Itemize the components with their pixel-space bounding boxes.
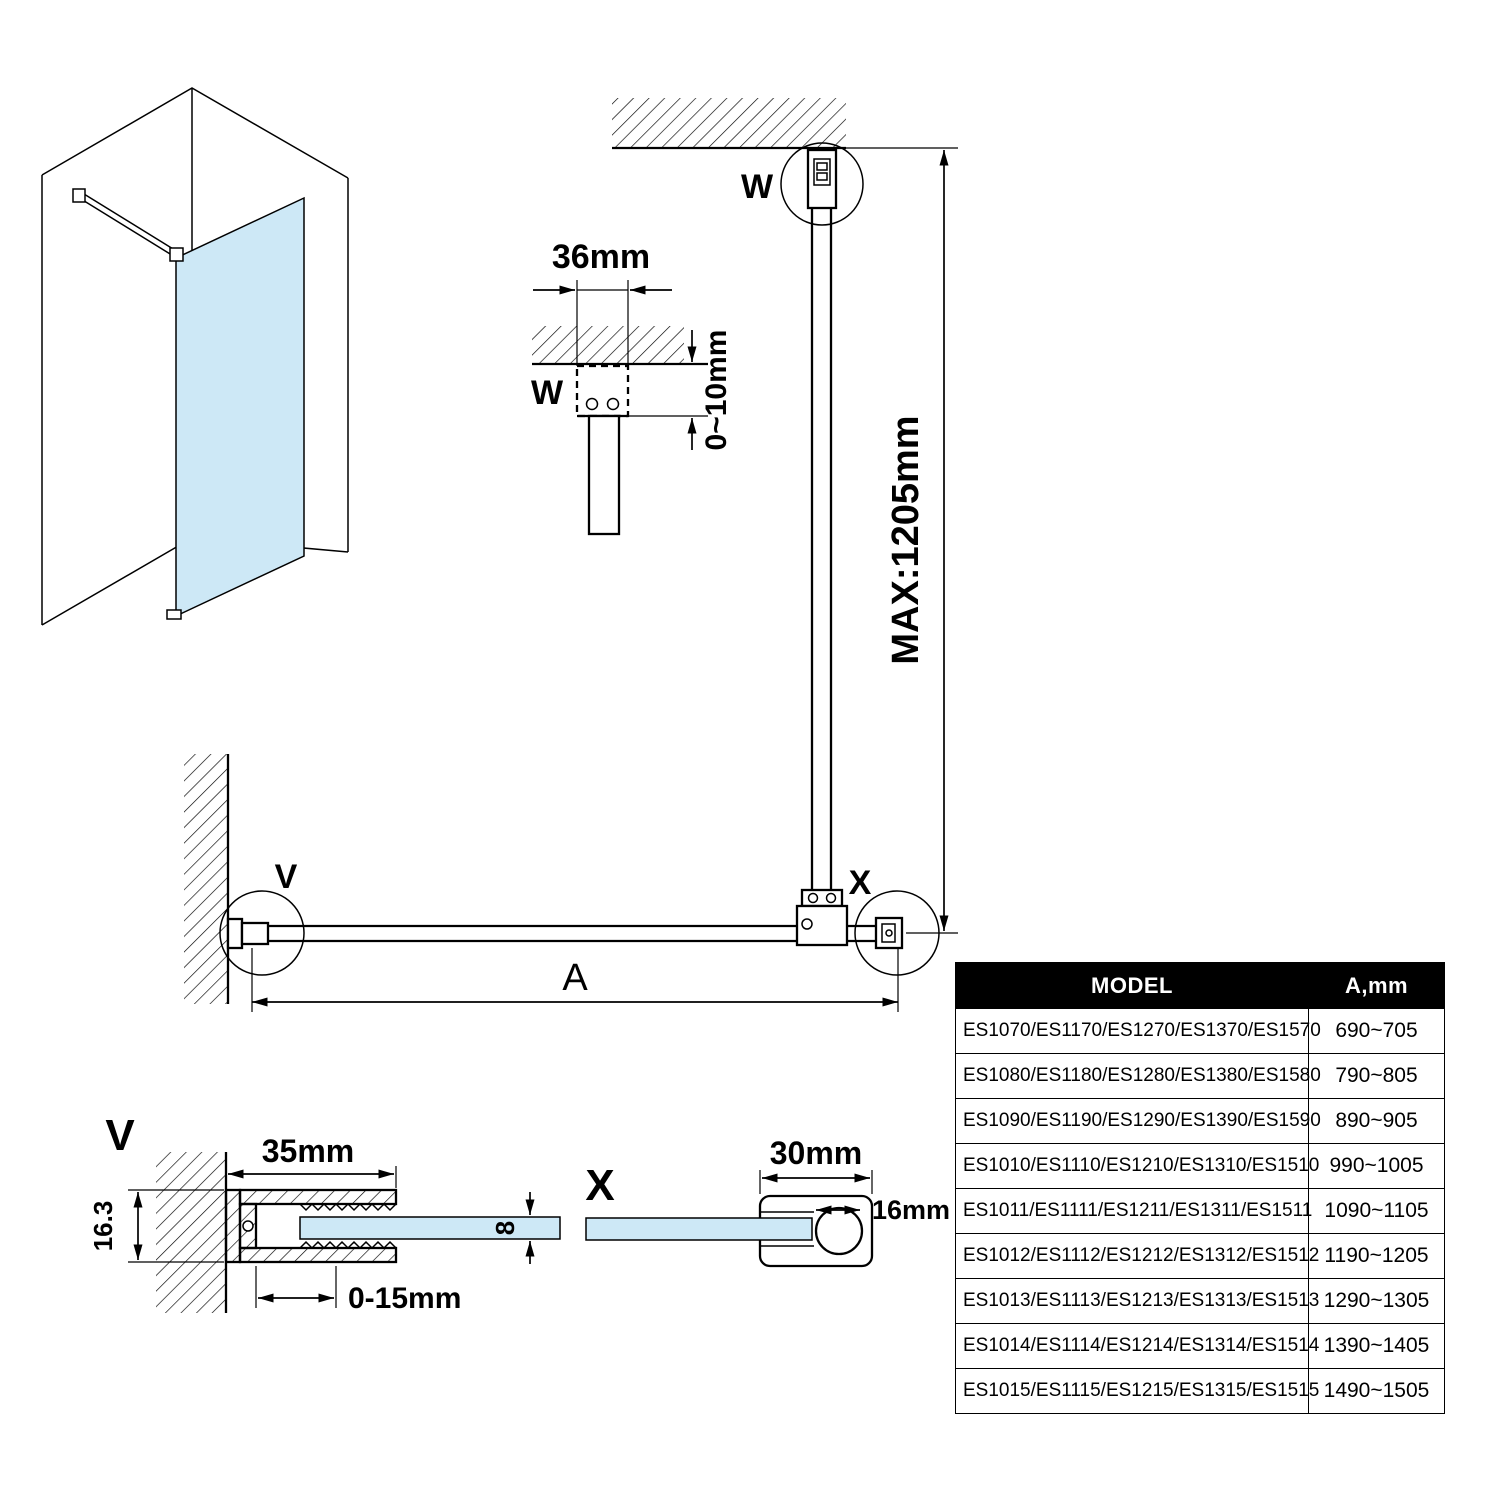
screw-icon <box>825 892 837 904</box>
table-row: ES1010/ES1110/ES1210/ES1310/ES1510 990~1… <box>955 1143 1445 1189</box>
model-cell: ES1014/ES1114/ES1214/ES1314/ES1514 <box>955 1323 1319 1369</box>
table-row: ES1013/ES1113/ES1213/ES1313/ES1513 1290~… <box>955 1278 1445 1324</box>
detail-v-callout-label: V <box>275 858 298 896</box>
wall-hatch <box>156 1152 226 1313</box>
ceiling-hatch <box>612 98 846 148</box>
a-value-cell: 790~805 <box>1308 1053 1445 1099</box>
profile-bottom-arm <box>238 1246 398 1264</box>
a-value-cell: 1290~1305 <box>1308 1278 1445 1324</box>
table-row: ES1011/ES1111/ES1211/ES1311/ES1511 1090~… <box>955 1188 1445 1234</box>
glass-bracket <box>169 247 184 262</box>
detail-circle-v <box>219 890 305 976</box>
model-cell: ES1070/ES1170/ES1270/ES1370/ES1570 <box>955 1008 1321 1054</box>
serration-bottom <box>299 1240 397 1250</box>
glass-section <box>585 1217 813 1241</box>
screw-icon <box>585 397 599 411</box>
dim-16-3-label: 16.3 <box>88 1201 118 1252</box>
detail-w-label: W <box>531 374 564 412</box>
a-mm-column-header: A,mm <box>1308 962 1445 1009</box>
table-row: ES1090/ES1190/ES1290/ES1390/ES1590 890~9… <box>955 1098 1445 1144</box>
dim-max-1205mm-label: MAX:1205mm <box>885 415 927 664</box>
screw-icon <box>606 397 620 411</box>
round-bar-section <box>814 1206 864 1256</box>
a-value-cell: 690~705 <box>1308 1008 1445 1054</box>
wall-profile-plate <box>226 917 244 950</box>
detail-v-section: V 16.3 35mm 8 0-15mm <box>88 1111 561 1315</box>
glass-foot <box>166 609 182 620</box>
model-column-header: MODEL <box>955 962 1309 1009</box>
a-value-cell: 1390~1405 <box>1308 1323 1445 1369</box>
wall-bracket <box>72 188 86 203</box>
model-cell: ES1080/ES1180/ES1280/ES1380/ES1580 <box>955 1053 1321 1099</box>
support-bar <box>83 193 179 253</box>
end-cap-detail <box>881 923 896 943</box>
a-value-cell: 1190~1205 <box>1308 1233 1445 1279</box>
model-cell: ES1090/ES1190/ES1290/ES1390/ES1590 <box>955 1098 1321 1144</box>
ceiling-bracket-hidden <box>575 364 630 418</box>
support-bar <box>80 198 176 258</box>
ceiling-hatch <box>532 326 684 364</box>
detail-circle-w <box>780 142 864 226</box>
dim-16mm-label: 16mm <box>872 1195 950 1225</box>
table-header-row: MODEL A,mm <box>955 962 1445 1009</box>
glass-end-cap <box>874 916 904 950</box>
detail-w-section: 36mm W 0~10mm <box>531 238 733 536</box>
table-row: ES1014/ES1114/ES1214/ES1314/ES1514 1390~… <box>955 1323 1445 1369</box>
model-cell: ES1012/ES1112/ES1212/ES1312/ES1512 <box>955 1233 1319 1279</box>
wall-profile-body <box>240 921 270 946</box>
dim-36mm-label: 36mm <box>552 238 650 276</box>
detail-v-label: V <box>105 1111 135 1160</box>
table-row: ES1080/ES1180/ES1280/ES1380/ES1580 790~8… <box>955 1053 1445 1099</box>
walls-top-edges <box>41 87 349 179</box>
bracket-detail <box>813 158 831 186</box>
dim-30mm-label: 30mm <box>770 1135 863 1171</box>
detail-x-callout-label: X <box>849 864 872 902</box>
table-row: ES1012/ES1112/ES1212/ES1312/ES1512 1190~… <box>955 1233 1445 1279</box>
screw-icon <box>885 929 893 937</box>
dim-0-15mm-label: 0-15mm <box>348 1282 461 1315</box>
dim-a-label: A <box>562 957 588 999</box>
model-cell: ES1010/ES1110/ES1210/ES1310/ES1510 <box>955 1143 1319 1189</box>
a-value-cell: 1490~1505 <box>1308 1368 1445 1414</box>
wall-hatch <box>184 754 228 1004</box>
dim-8-label: 8 <box>490 1221 520 1235</box>
a-value-cell: 990~1005 <box>1308 1143 1445 1189</box>
model-cell: ES1015/ES1115/ES1215/ES1315/ES1515 <box>955 1368 1319 1414</box>
screw-icon <box>242 1220 254 1232</box>
dim-35mm-label: 35mm <box>262 1133 355 1169</box>
screw-icon <box>807 892 819 904</box>
profile-top-arm <box>238 1188 398 1206</box>
a-value-cell: 1090~1105 <box>1308 1188 1445 1234</box>
profile-wall-plate <box>224 1188 242 1264</box>
detail-x-section: X 30mm 16mm <box>585 1135 950 1268</box>
screw-icon <box>801 918 813 930</box>
glass-panel <box>175 196 305 618</box>
detail-x-label: X <box>585 1161 614 1210</box>
glass-section <box>299 1216 561 1240</box>
table-row: ES1070/ES1170/ES1270/ES1370/ES1570 690~7… <box>955 1008 1445 1054</box>
screw-icon <box>816 172 828 181</box>
model-cell: ES1013/ES1113/ES1213/ES1313/ES1513 <box>955 1278 1319 1324</box>
table-row: ES1015/ES1115/ES1215/ES1315/ES1515 1490~… <box>955 1368 1445 1414</box>
screw-icon <box>816 162 828 171</box>
elevation-view: W V X MAX:1205mm A <box>184 98 958 1012</box>
serration-top <box>299 1202 397 1212</box>
a-value-cell: 890~905 <box>1308 1098 1445 1144</box>
dim-0-10mm-label: 0~10mm <box>700 330 733 451</box>
support-bar-section <box>587 414 621 536</box>
isometric-view <box>41 87 349 626</box>
model-cell: ES1011/ES1111/ES1211/ES1311/ES1511 <box>955 1188 1312 1234</box>
detail-w-callout-label: W <box>741 168 774 206</box>
model-table: MODEL A,mm ES1070/ES1170/ES1270/ES1370/E… <box>955 962 1445 1414</box>
